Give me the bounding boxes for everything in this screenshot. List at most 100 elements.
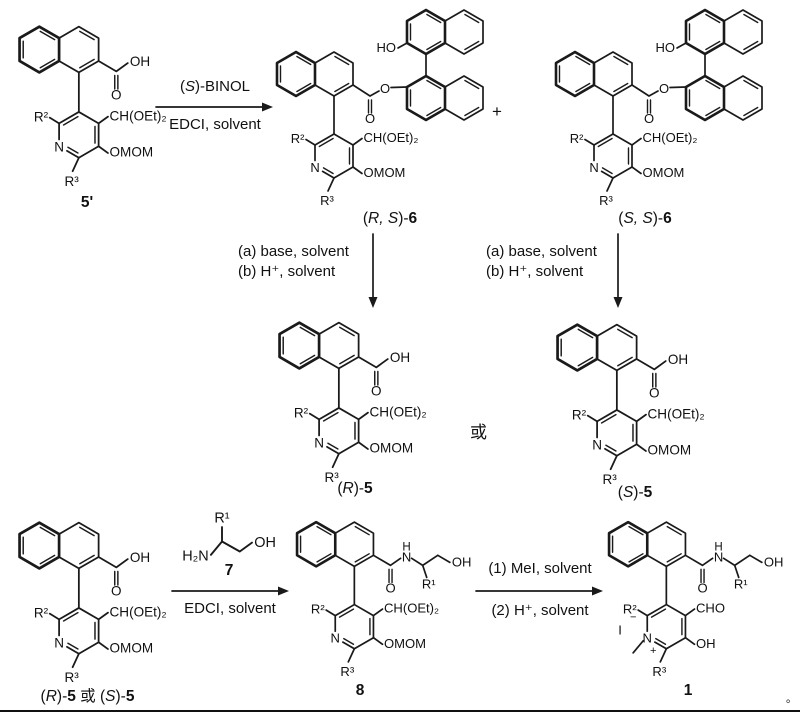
compound-label-8: 8 (340, 682, 380, 700)
label-italic: R (45, 688, 57, 705)
binol-ester-use (277, 10, 483, 208)
arrow-head (262, 102, 273, 112)
arrow-head (592, 586, 603, 596)
or-word: 或 (470, 423, 487, 442)
atom-label-oh: OH (696, 636, 716, 651)
label-post2: )- (115, 688, 126, 705)
reagent-pre: ( (179, 78, 185, 95)
arrow-down-right (613, 233, 623, 308)
label-italic: R, S (368, 210, 399, 227)
period-mark: 。 (786, 693, 797, 705)
atom-label-oh: OH (254, 535, 276, 551)
core-acid-use (20, 27, 167, 189)
label-bold: 6 (408, 210, 418, 227)
reagent-post: )-BINOL (195, 78, 251, 95)
atom-label-cho: CHO (696, 601, 725, 616)
structure-compound-ss6 (545, 6, 781, 212)
label-mid: 或 (75, 688, 100, 705)
label-bold: 6 (663, 210, 672, 227)
structure-compound-r5-or-s5 (8, 506, 183, 687)
label-pre: ( (618, 210, 624, 227)
binol-ester-use (556, 10, 762, 208)
compound-label-r5: (R)-5 (300, 480, 410, 498)
label-pre: ( (617, 484, 623, 501)
amide-chain (684, 540, 785, 597)
n-methyl-bond (632, 639, 645, 654)
arrow-right-binol (155, 102, 273, 112)
nitrogen-plus-charge: + (650, 645, 656, 657)
label-pre: ( (337, 480, 343, 497)
structure-compound-1: CHO OH I − + (607, 520, 785, 680)
core-acid-use (558, 325, 705, 487)
atom-label-iodide: I (618, 623, 622, 638)
label-bold: 1 (683, 682, 693, 699)
amide-chain (372, 540, 473, 597)
core-acid-use (20, 523, 167, 685)
arrow-down-left (368, 233, 378, 308)
naphthalene (607, 520, 687, 568)
atom-label-omom: OMOM (384, 636, 426, 651)
atom-label-r1: R¹ (214, 511, 229, 527)
reagent-text: EDCI, solvent (184, 600, 276, 617)
plus-sign: + (492, 102, 502, 121)
label-post: )- (398, 210, 409, 227)
hydrolysis-line-a: (a) base, solvent (486, 243, 597, 260)
structure-compound-8: CH(OEt)₂ OMOM (295, 520, 473, 680)
hydrolysis-line-a: (a) base, solvent (238, 243, 349, 260)
label-post: )- (353, 480, 365, 497)
amino-alcohol-bonds (209, 526, 253, 556)
label-italic2: S (105, 688, 116, 705)
reagent-italic: S (184, 78, 195, 95)
arrow-head (368, 297, 378, 308)
label-bold: 7 (224, 562, 234, 579)
label-pre: ( (40, 688, 46, 705)
compound-label-r5-or-s5: (R)-5 或 (S)-5 (0, 684, 175, 706)
compound-label-7: 7 (214, 562, 244, 580)
label-pre2: ( (99, 688, 106, 705)
label-pre: ( (362, 210, 369, 227)
core-acid-use (280, 323, 427, 485)
arrow-right-amidation (171, 586, 289, 596)
structure-compound-rs6 (266, 6, 502, 212)
bottom-rule (0, 710, 800, 712)
reagent-text: EDCI, solvent (169, 116, 261, 133)
label-bold: 5 (67, 688, 76, 705)
label-italic: S, S (623, 210, 653, 227)
compound-label-rs6: (R, S)-6 (330, 210, 450, 228)
label-bold: 5 (643, 484, 653, 501)
hydrolysis-line-b: (b) H⁺, solvent (486, 263, 584, 280)
atom-label-h2n: H₂N (182, 548, 208, 564)
reagent-hydrolysis-right: (a) base, solvent (b) H⁺, solvent (486, 242, 612, 282)
label-bold: 8 (355, 682, 365, 699)
reagent-binol: (S)-BINOL (156, 78, 274, 96)
label-post: )- (652, 210, 664, 227)
structure-compound-r5 (268, 306, 443, 487)
reagent-edci-1: EDCI, solvent (156, 116, 274, 134)
reagent-methylation-2: (2) H⁺, solvent (476, 602, 604, 620)
label-bold: 5 (364, 480, 373, 497)
naphthalene (295, 520, 375, 568)
compound-label-ss6: (S, S)-6 (585, 210, 705, 228)
reagent-text: (2) H⁺, solvent (491, 602, 589, 619)
reagent-methylation-1: (1) MeI, solvent (476, 560, 604, 578)
arrow-head (613, 297, 623, 308)
compound-label-1: 1 (668, 682, 708, 700)
label-post: )- (633, 484, 644, 501)
pyridine (310, 600, 384, 680)
iodide-minus-charge: − (630, 612, 636, 624)
reagent-text: (1) MeI, solvent (488, 560, 592, 577)
arrow-right-methylation (475, 586, 603, 596)
arrow-head (278, 586, 289, 596)
structure-compound-s5 (546, 308, 721, 489)
label-bold2: 5 (125, 688, 135, 705)
hydrolysis-line-b: (b) H⁺, solvent (238, 263, 336, 280)
reagent-hydrolysis-left: (a) base, solvent (b) H⁺, solvent (238, 242, 364, 282)
compound-label-s5: (S)-5 (580, 484, 690, 502)
label-italic: S (622, 484, 634, 501)
label-bold: 5' (80, 194, 94, 211)
structure-compound-7: H₂N R¹ OH (182, 511, 276, 565)
reagent-edci-2: EDCI, solvent (168, 600, 292, 618)
label-post: )- (56, 688, 68, 705)
label-italic: R (342, 480, 354, 497)
